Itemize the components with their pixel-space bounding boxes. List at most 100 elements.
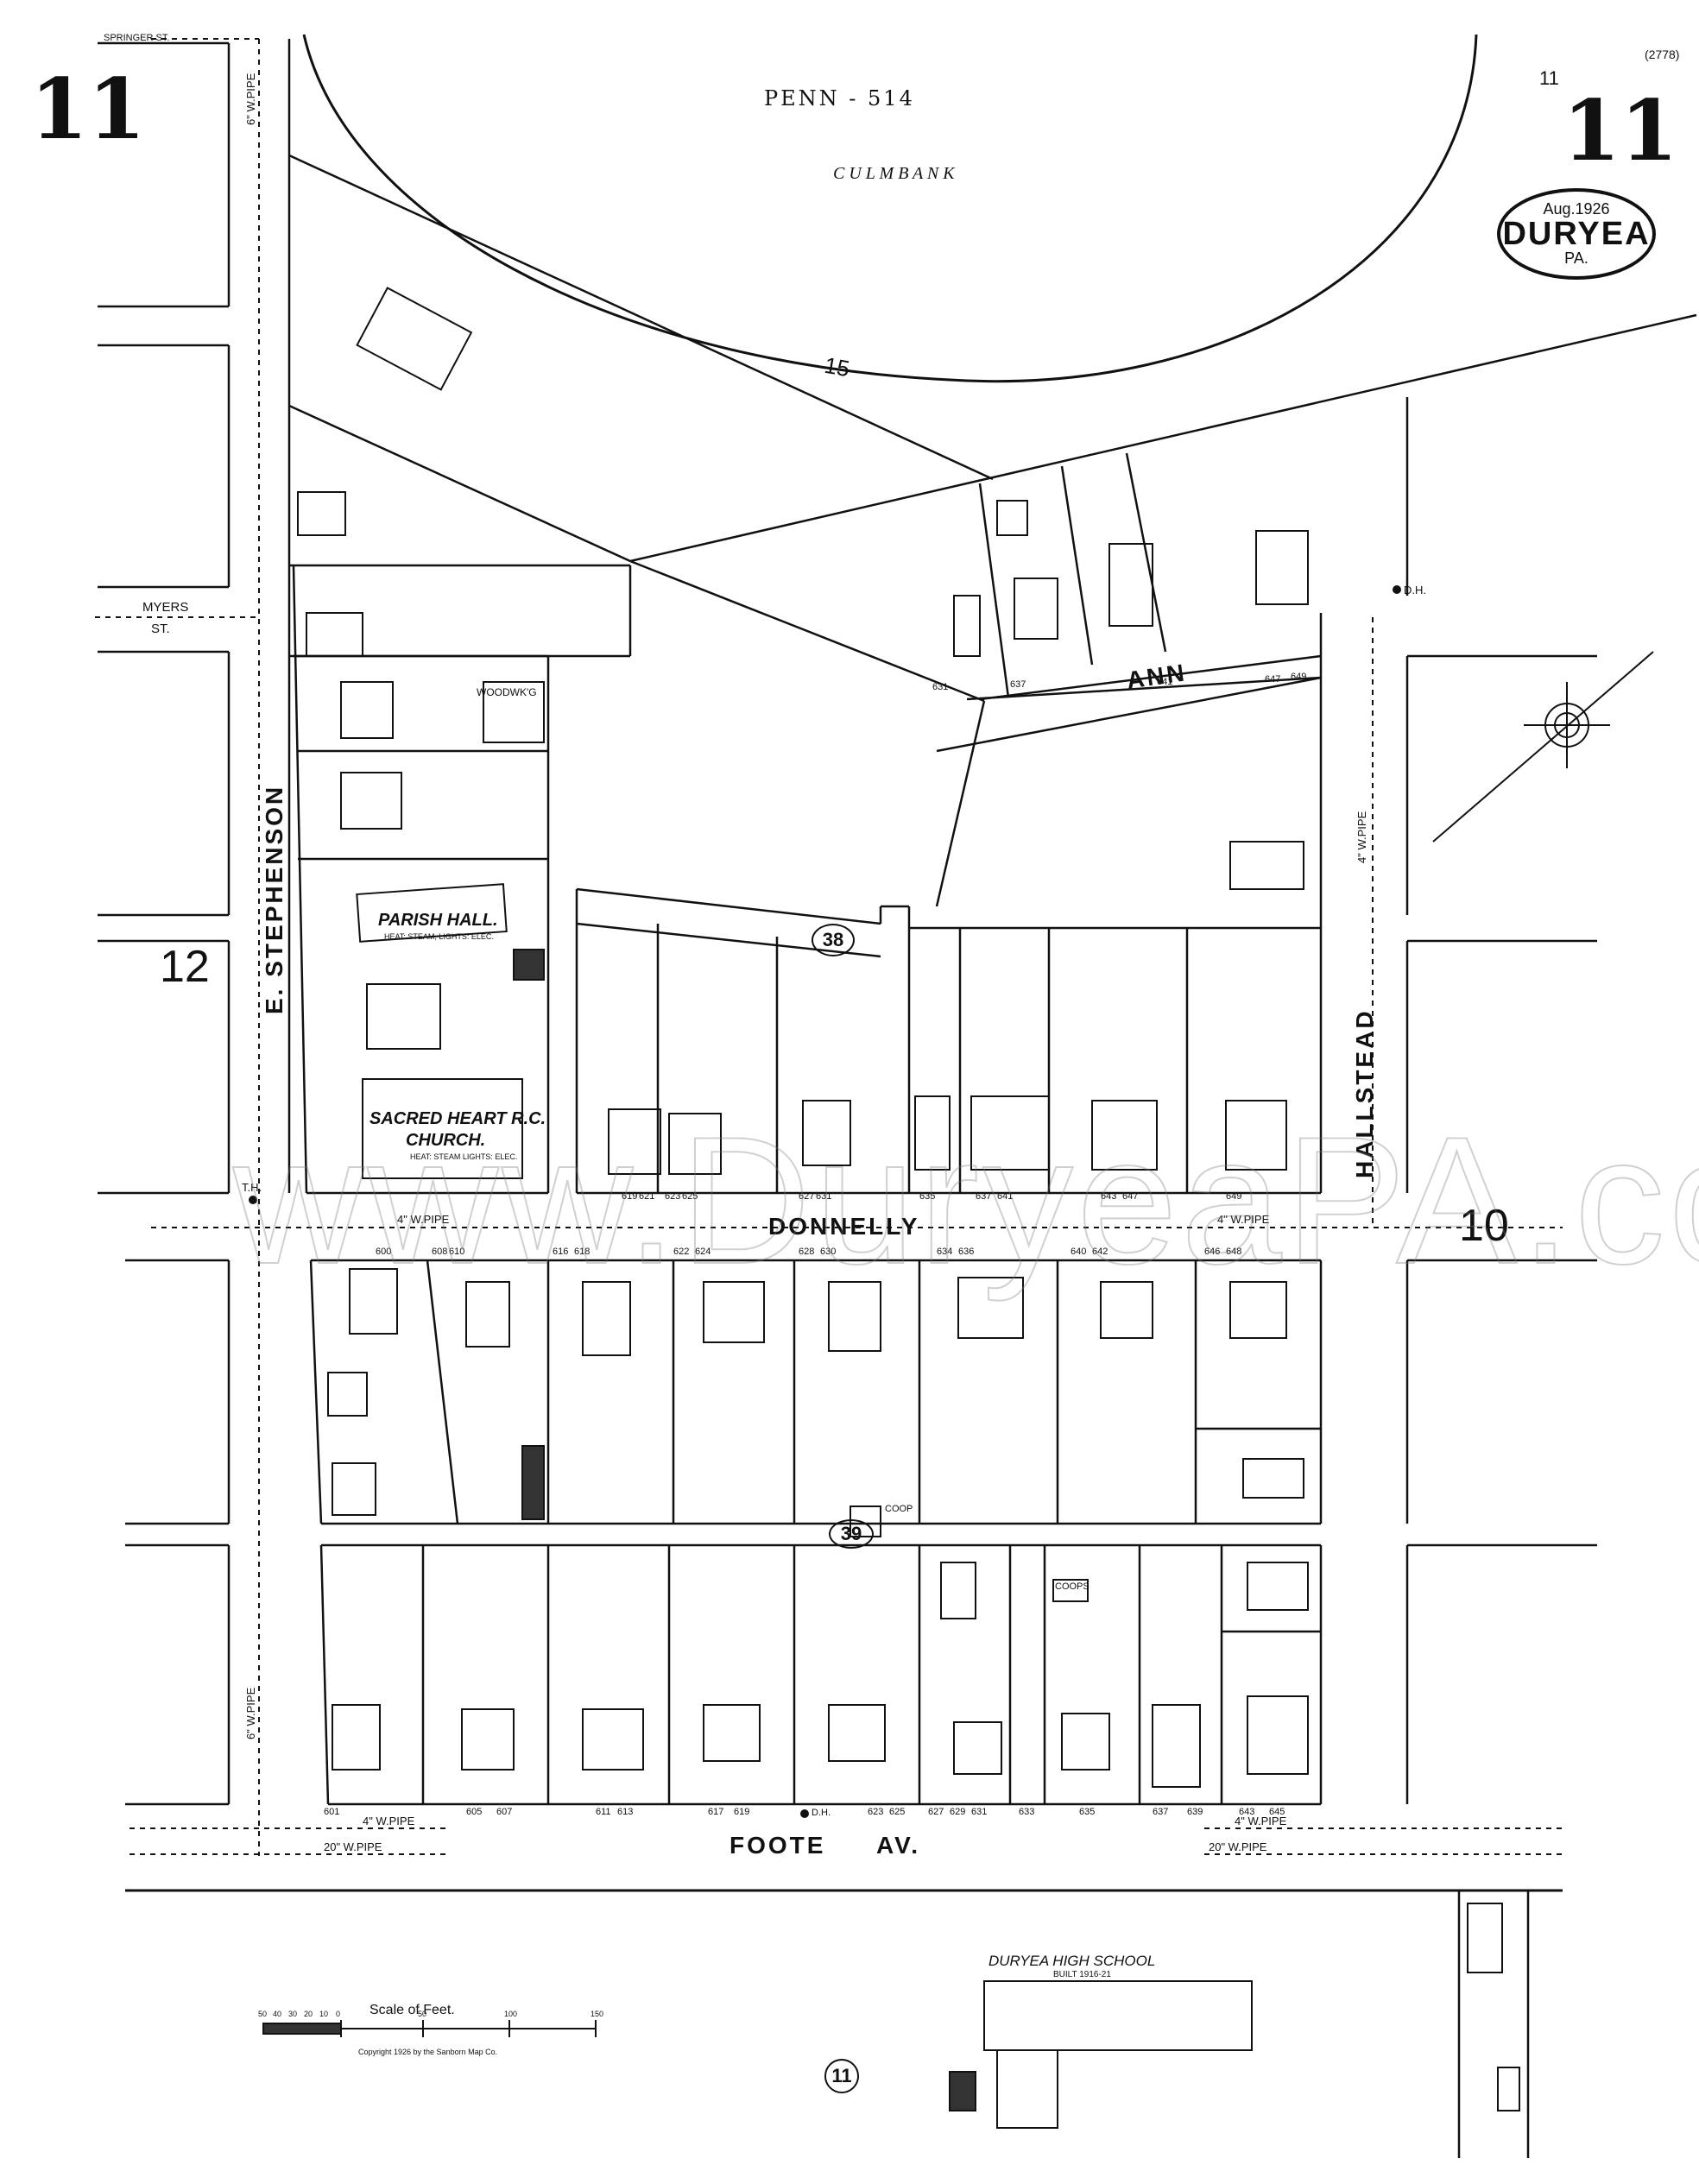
hydrant-dh-hallstead	[1393, 585, 1401, 594]
address-number: 624	[695, 1247, 711, 1257]
address-number: 631	[932, 682, 949, 692]
hydrant-label-th: T.H.	[242, 1181, 262, 1194]
address-number: 643	[1239, 1807, 1255, 1817]
scale-tick-label: 40	[273, 2010, 282, 2018]
scale-tick-label: 0	[336, 2010, 341, 2018]
lot-label-15: 15	[822, 351, 852, 382]
scale-bar	[262, 2020, 597, 2037]
church-note: HEAT: STEAM LIGHTS: ELEC.	[410, 1152, 518, 1161]
block-number-38: 38	[812, 924, 855, 956]
adjacent-sheet-12: 12	[160, 942, 210, 992]
street-label-top-left: SPRINGER ST.	[104, 33, 170, 43]
stamp-city: DURYEA	[1502, 216, 1651, 252]
address-number: 608	[432, 1247, 448, 1257]
stamp-date: Aug.1926	[1543, 200, 1610, 218]
pipe-label-stephenson-south: 6" W.PIPE	[244, 1687, 257, 1739]
coop-label: COOP	[885, 1504, 913, 1514]
address-number: 635	[1079, 1807, 1096, 1817]
address-number: 635	[919, 1191, 936, 1202]
address-number: 639	[1187, 1807, 1203, 1817]
sheet-number-left: 11	[30, 60, 146, 158]
pipe-label-hallstead: 4" W.PIPE	[1355, 811, 1368, 863]
church-label-line2: CHURCH.	[406, 1131, 486, 1150]
address-number: 637	[976, 1191, 992, 1202]
scale-tick-label: 150	[591, 2010, 604, 2018]
street-label-myers-suffix: ST.	[151, 622, 170, 636]
scale-tick-label: 50	[258, 2010, 268, 2018]
address-number: 631	[816, 1191, 832, 1202]
address-number: 641	[1157, 677, 1173, 687]
address-number: 619	[734, 1807, 750, 1817]
address-number: 621	[639, 1191, 655, 1202]
scale-tick-label: 10	[319, 2010, 329, 2018]
street-label-stephenson: E. STEPHENSON	[261, 784, 287, 1014]
address-number: 623	[665, 1191, 681, 1202]
sheet-number-small: 11	[1539, 67, 1559, 89]
parish-hall-label: PARISH HALL.	[378, 911, 498, 930]
address-number: 627	[799, 1191, 815, 1202]
pipe-label-foote-20-west: 20" W.PIPE	[324, 1840, 382, 1853]
address-number: 627	[928, 1807, 944, 1817]
address-number: 622	[673, 1247, 690, 1257]
pipe-label-donnelly-west: 4" W.PIPE	[397, 1213, 450, 1226]
address-number: 611	[596, 1807, 611, 1817]
stamp-state: PA.	[1564, 249, 1588, 267]
address-number: 633	[1019, 1807, 1035, 1817]
address-number: 616	[553, 1247, 569, 1257]
scale-tick-label: 20	[304, 2010, 313, 2018]
street-label-foote-suffix: AV.	[876, 1832, 921, 1859]
address-number: 637	[1010, 679, 1026, 690]
church-label-line1: SACRED HEART R.C.	[369, 1109, 546, 1128]
address-number: 625	[682, 1191, 698, 1202]
copyright-note: Copyright 1926 by the Sanborn Map Co.	[358, 2048, 498, 2056]
hydrant-label-dh: D.H.	[1404, 584, 1426, 596]
address-number: 643	[1101, 1191, 1117, 1202]
culm-bank-outline	[302, 34, 1478, 383]
address-number: 630	[820, 1247, 837, 1257]
address-number: 613	[617, 1807, 634, 1817]
address-number: 607	[496, 1807, 513, 1817]
block-number-39: 39	[829, 1519, 874, 1549]
dwellings	[297, 287, 1520, 2129]
pipe-label-stephenson-north: 6" W.PIPE	[244, 73, 257, 125]
address-number: 647	[1265, 674, 1281, 685]
address-number: 649	[1291, 672, 1307, 682]
scale-tick-label: 30	[288, 2010, 298, 2018]
address-number: 628	[799, 1247, 815, 1257]
address-number: 636	[958, 1247, 975, 1257]
address-number: 600	[376, 1247, 392, 1257]
coops-label: COOPS	[1055, 1581, 1090, 1592]
address-number: 625	[889, 1807, 906, 1817]
address-number: 617	[708, 1807, 724, 1817]
woodworking-label: WOODWK'G	[477, 686, 537, 698]
address-number: 631	[971, 1807, 988, 1817]
date-city-stamp: Aug.1926 DURYEA PA.	[1497, 188, 1656, 280]
address-number: 601	[324, 1807, 340, 1817]
address-number: 634	[937, 1247, 953, 1257]
address-number: 640	[1071, 1247, 1087, 1257]
railroad-label-penn: PENN - 514	[764, 86, 915, 110]
high-school-label: DURYEA HIGH SCHOOL	[988, 1953, 1156, 1969]
pipe-label-donnelly-east: 4" W.PIPE	[1217, 1213, 1270, 1226]
job-code: (2778)	[1645, 47, 1680, 61]
address-number: 629	[950, 1807, 966, 1817]
adjacent-sheet-10: 10	[1459, 1201, 1509, 1251]
address-number: 618	[574, 1247, 591, 1257]
address-number: 642	[1092, 1247, 1108, 1257]
address-number: 648	[1226, 1247, 1242, 1257]
address-number: 637	[1153, 1807, 1169, 1817]
pipe-label-foote-20-east: 20" W.PIPE	[1209, 1840, 1267, 1853]
address-number: 646	[1204, 1247, 1221, 1257]
scale-tick-label: 50	[418, 2010, 427, 2018]
pipe-label-foote-4-east: 4" W.PIPE	[1235, 1815, 1287, 1827]
hydrant-th-stephenson	[249, 1196, 257, 1204]
parish-hall-note: HEAT: STEAM, LIGHTS: ELEC.	[384, 932, 494, 941]
address-number: 610	[449, 1247, 465, 1257]
pipe-label-foote-4-west: 4" W.PIPE	[363, 1815, 415, 1827]
address-number: 645	[1269, 1807, 1285, 1817]
sheet-number-right: 11	[1563, 82, 1678, 180]
block-number-11-bottom: 11	[824, 2059, 859, 2093]
watermark: www.DuryeaPA.com	[232, 1098, 1699, 1303]
address-number: 605	[466, 1807, 483, 1817]
